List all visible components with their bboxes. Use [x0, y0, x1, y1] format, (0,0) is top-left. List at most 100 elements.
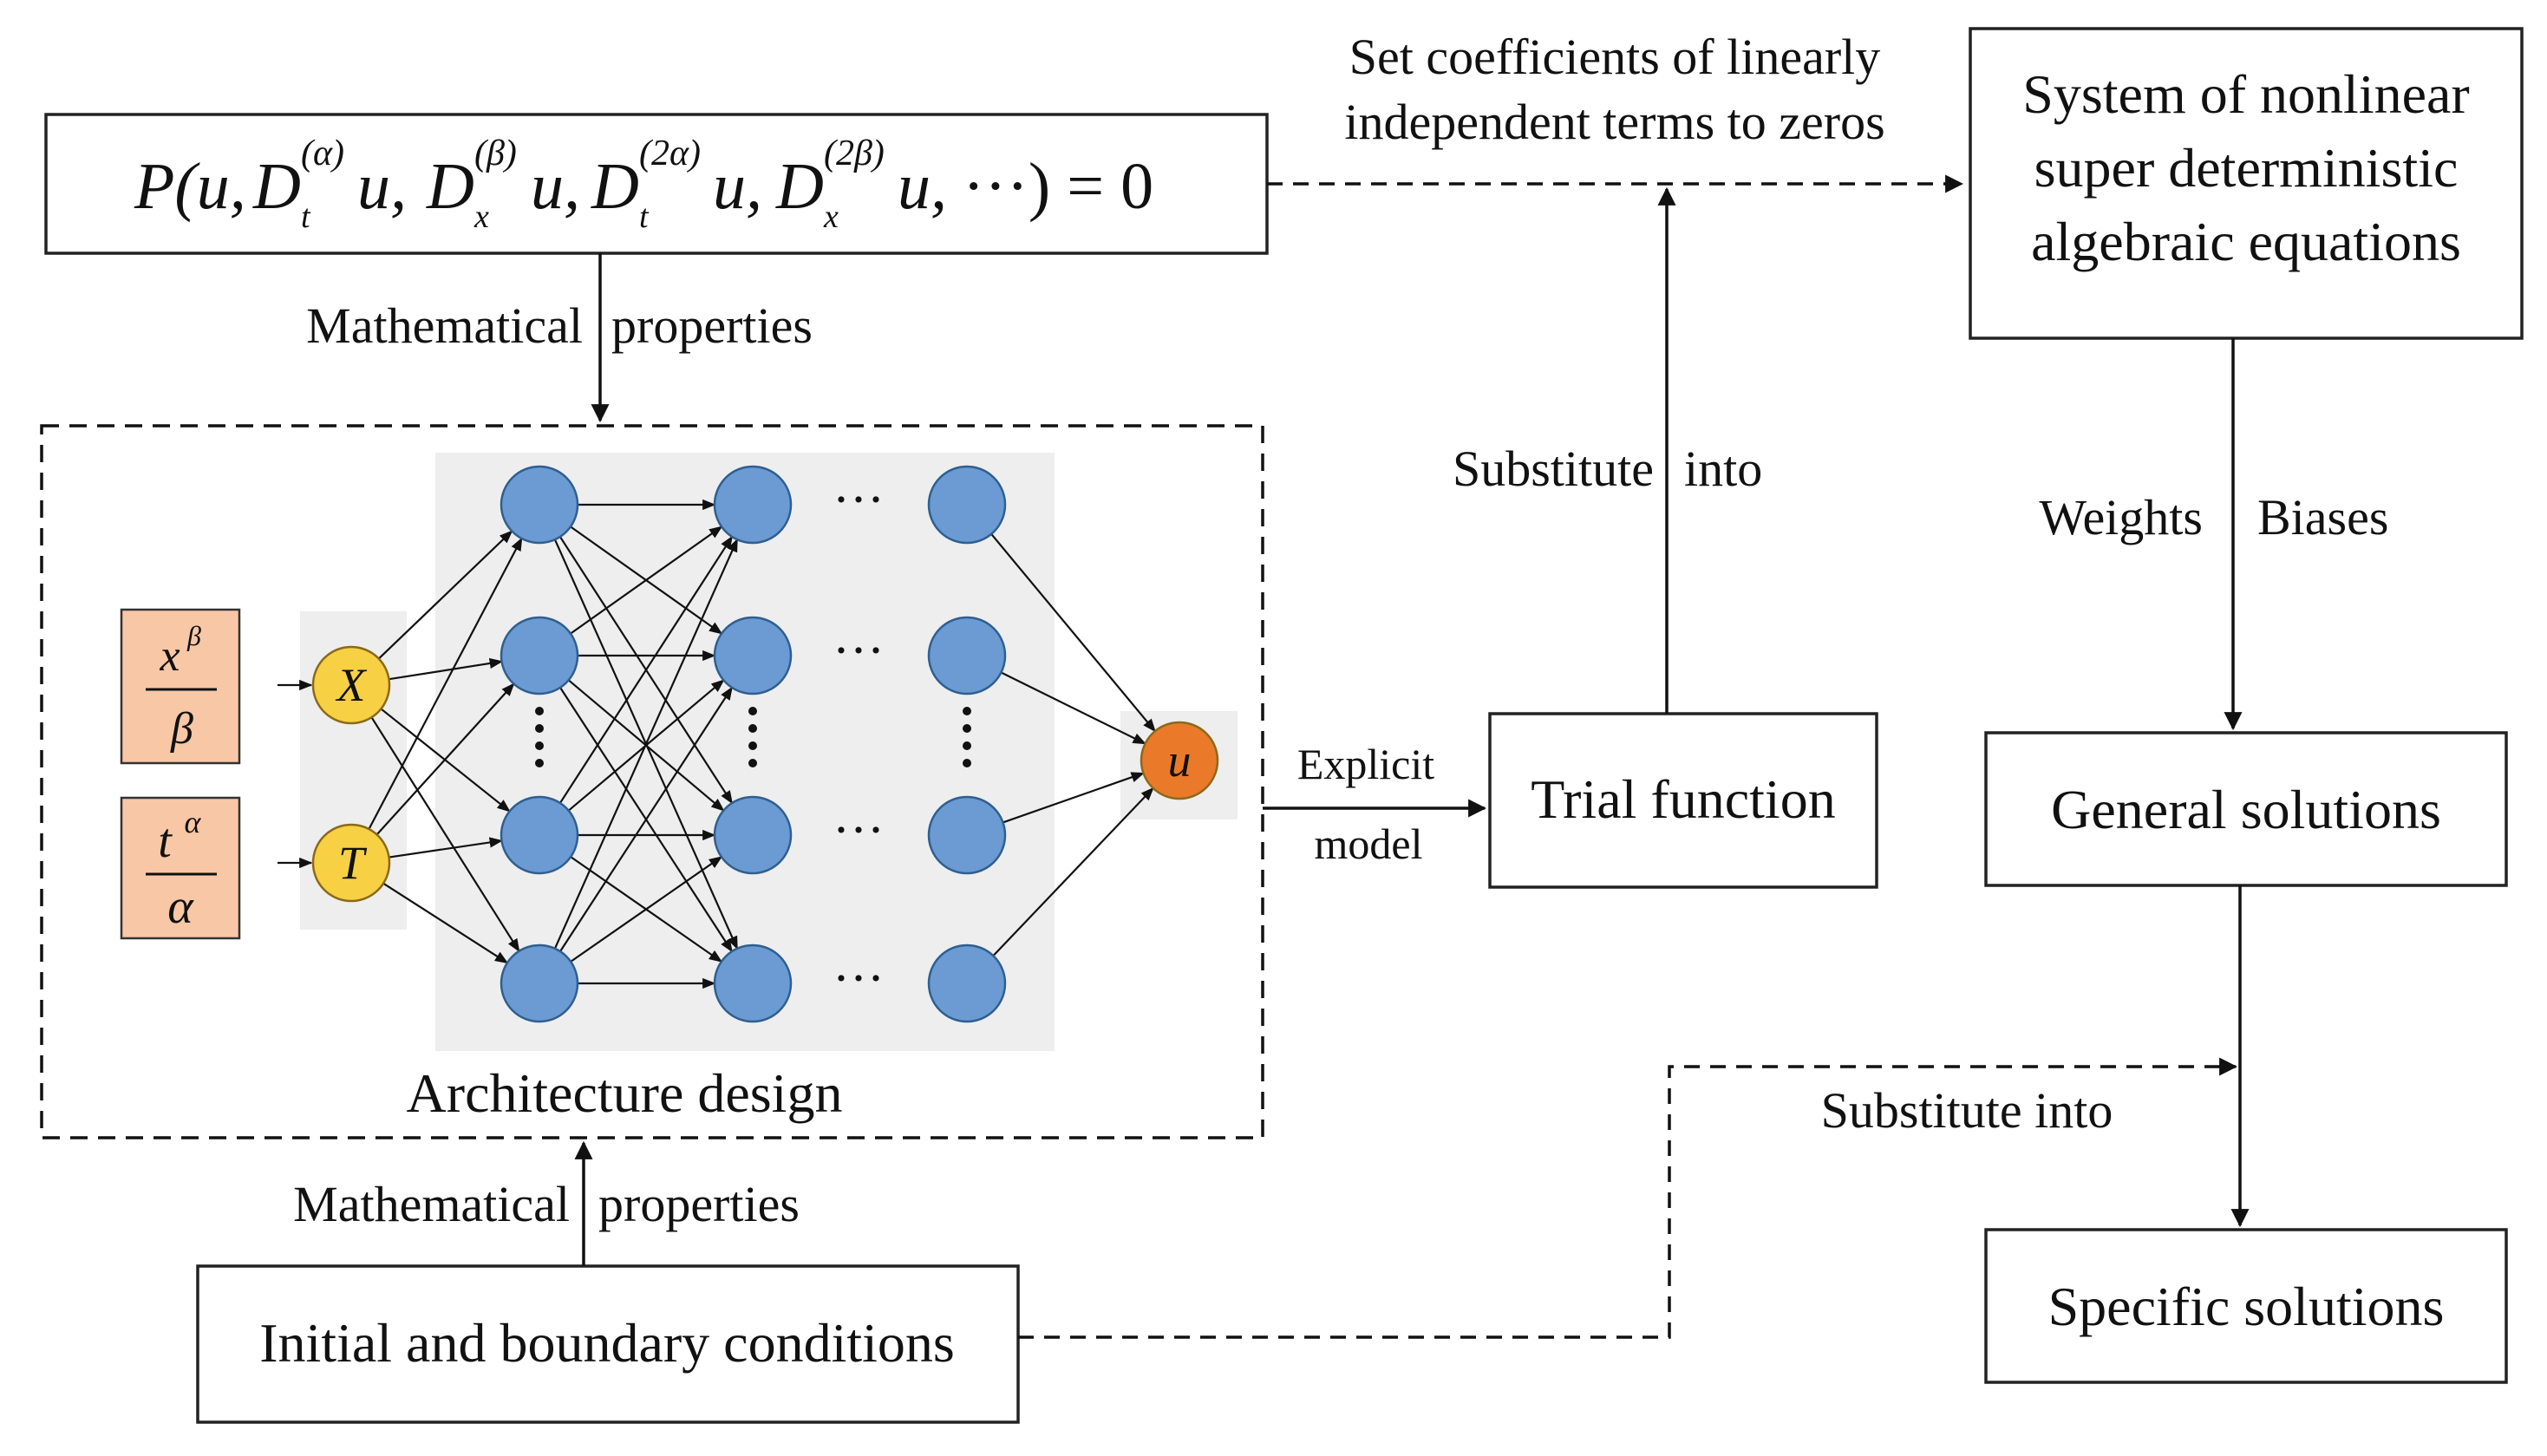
network-connection: [370, 716, 520, 953]
hidden-neuron: [927, 795, 1007, 875]
hidden-neuron: [500, 795, 579, 875]
equation-prefix: P(u,: [134, 150, 246, 223]
hidden-neuron: [713, 465, 793, 545]
output-node-u: [1140, 721, 1219, 800]
equation-term-base: D: [426, 150, 474, 223]
equation-term-base: D: [591, 150, 639, 223]
network-connection: [990, 533, 1156, 733]
equation-box: [44, 113, 1269, 255]
vertical-ellipsis-dot: [748, 741, 757, 750]
vertical-ellipsis-dot: [748, 759, 757, 767]
vertical-ellipsis-dot: [535, 759, 544, 767]
network-neurons: XTu············: [311, 465, 1219, 1023]
explicit-label: Explicit: [1297, 740, 1434, 788]
set-coefficients-line2: independent terms to zeros: [1344, 94, 1884, 150]
model-label: model: [1315, 819, 1423, 868]
equation-term-tail: u,: [898, 150, 947, 223]
network-connection: [389, 657, 504, 681]
into-label: into: [1684, 441, 1762, 497]
network-connection: [378, 530, 513, 660]
specific-solutions-label: Specific solutions: [2048, 1276, 2445, 1337]
hidden-neuron: [927, 943, 1007, 1023]
system-line1: System of nonlinear: [2022, 63, 2469, 125]
network-connection: [1002, 772, 1145, 824]
system-line2: super deterministic: [2034, 137, 2459, 199]
equation-term-base: D: [775, 150, 824, 223]
network-connection: [570, 856, 723, 963]
network-connection: [553, 538, 739, 950]
initial-conditions-box: [196, 1264, 1020, 1424]
equation-term-base: D: [252, 150, 301, 223]
initial-conditions-label: Initial and boundary conditions: [259, 1312, 955, 1374]
hidden-neuron: [927, 465, 1007, 545]
network-connection: [559, 686, 733, 952]
hidden-neuron: [713, 943, 793, 1023]
architecture-design-label: Architecture design: [407, 1062, 843, 1124]
substitute-into-bottom-label: Substitute into: [1821, 1082, 2113, 1139]
hidden-neuron: [713, 616, 793, 695]
equation-term-sub: x: [473, 199, 489, 235]
system-line3: algebraic equations: [2031, 211, 2461, 272]
output-node-u-label: u: [1168, 735, 1192, 787]
input-box-t: [120, 796, 241, 940]
hidden-neuron: [500, 943, 579, 1023]
math-properties-top-left: Mathematical: [306, 297, 583, 354]
input-t-numerator-sup: α: [185, 805, 202, 839]
substitute-label: Substitute: [1453, 441, 1654, 497]
weights-label: Weights: [2039, 489, 2203, 545]
system-box: [1969, 27, 2524, 340]
math-properties-bottom-right: properties: [598, 1176, 800, 1232]
equation-term-sup: (2β): [824, 134, 885, 173]
input-x-denominator: β: [170, 704, 193, 754]
equation-term-tail: u,: [713, 150, 762, 223]
general-solutions-box: [1984, 731, 2508, 887]
horizontal-ellipsis: ···: [833, 801, 885, 859]
network-connection: [1000, 671, 1146, 745]
equation-term-tail: u,: [357, 150, 407, 223]
set-coefficients-line1: Set coefficients of linearly: [1349, 29, 1881, 85]
network-connection: [558, 535, 734, 804]
input-box-x: [120, 608, 241, 765]
equation-term-tail: u,: [531, 150, 580, 223]
input-x-numerator: x: [159, 631, 180, 681]
input-t-numerator: t: [158, 814, 173, 868]
horizontal-ellipsis: ···: [833, 950, 885, 1007]
equation-term-sup: (2α): [639, 134, 701, 173]
hidden-neuron: [927, 616, 1007, 695]
hidden-neuron: [713, 795, 793, 875]
network-connection: [992, 787, 1154, 957]
input-node-t-label: T: [338, 837, 368, 889]
input-node-x-label: X: [336, 659, 368, 711]
input-x-numerator-sup: β: [186, 620, 201, 651]
trial-function-box: [1488, 712, 1878, 889]
network-connection: [570, 526, 723, 635]
network-connection: [368, 537, 523, 830]
vertical-ellipsis-dot: [748, 707, 757, 715]
network-connection: [382, 882, 509, 964]
equation-term-sup: (α): [301, 134, 344, 173]
math-properties-top-right: properties: [611, 297, 813, 354]
general-solutions-label: General solutions: [2051, 779, 2441, 840]
biases-label: Biases: [2257, 489, 2388, 545]
vertical-ellipsis-dot: [963, 759, 971, 767]
vertical-ellipsis-dot: [963, 724, 971, 733]
architecture-box: [40, 424, 1264, 1139]
equation-term-sub: t: [301, 199, 311, 235]
network-connection: [389, 837, 503, 859]
equation-term-sub: t: [639, 199, 650, 235]
network-connections: [278, 499, 1156, 989]
vertical-ellipsis-dot: [963, 741, 971, 750]
input-t-denominator: α: [167, 880, 194, 934]
hidden-neuron: [500, 465, 579, 545]
initial-to-specific-dashed-arrow: [1018, 1057, 2238, 1339]
vertical-ellipsis-dot: [963, 707, 971, 715]
vertical-ellipsis-dot: [535, 707, 544, 715]
network-connection: [376, 682, 515, 836]
trial-function-label: Trial function: [1531, 768, 1835, 830]
input-fraction-x: x β β: [146, 620, 217, 754]
horizontal-ellipsis: ···: [833, 471, 885, 528]
